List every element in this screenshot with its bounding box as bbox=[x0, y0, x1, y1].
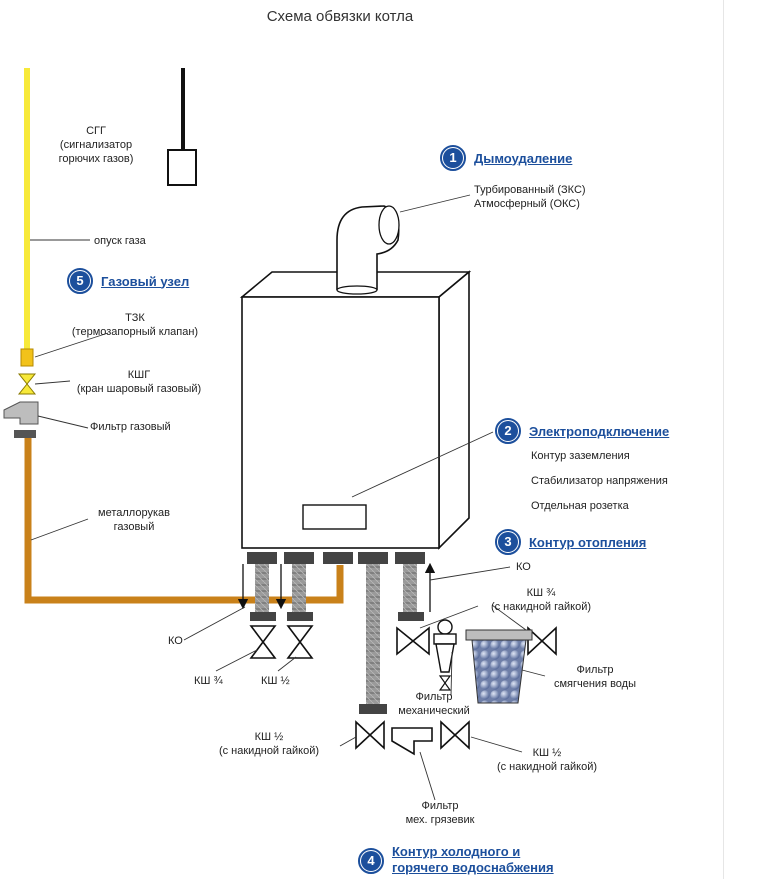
section-number-badge: 2 bbox=[495, 418, 521, 444]
label-grounding: Контур заземления bbox=[531, 450, 630, 462]
boiler-display bbox=[302, 504, 367, 530]
gas-alarm-sensor bbox=[167, 68, 197, 186]
label-ball-valve-12-right: КШ ½(с накидной гайкой) bbox=[496, 747, 598, 773]
page-edge-divider bbox=[723, 0, 724, 879]
mechanical-filter bbox=[433, 619, 457, 691]
label-ball-valve-12: КШ ½ bbox=[261, 675, 290, 687]
thermal-shutoff-valve bbox=[20, 348, 34, 367]
section-number-badge: 4 bbox=[358, 848, 384, 874]
label-gas-ball-valve: КШГ(кран шаровый газовый) bbox=[76, 369, 202, 395]
label-ball-valve-34-nut: КШ ¾(с накидной гайкой) bbox=[490, 587, 592, 613]
section-heating-circuit: 3 Контур отопления bbox=[495, 529, 646, 555]
section-number-badge: 1 bbox=[440, 145, 466, 171]
flue-pipe bbox=[336, 205, 400, 295]
section-electrical: 2 Электроподключение bbox=[495, 418, 669, 444]
section-title-line2: горячего водоснабжения bbox=[392, 860, 554, 875]
ball-valve-12-right bbox=[440, 720, 470, 750]
gas-filter bbox=[3, 401, 39, 438]
label-gas-filter: Фильтр газовый bbox=[90, 421, 171, 433]
ball-valve-34 bbox=[249, 625, 277, 659]
section-number-badge: 3 bbox=[495, 529, 521, 555]
label-socket: Отдельная розетка bbox=[531, 500, 629, 512]
label-ball-valve-34: КШ ¾ bbox=[194, 675, 223, 687]
diagram-title: Схема обвязки котла bbox=[266, 8, 414, 25]
heating-return-hose bbox=[292, 564, 306, 612]
section-title: Газовый узел bbox=[101, 273, 190, 289]
label-thermal-valve: ТЗК(термозапорный клапан) bbox=[71, 312, 199, 338]
label-flue-types: Турбированный (ЗКС)Атмосферный (ОКС) bbox=[474, 184, 586, 210]
section-title: Контур отопления bbox=[529, 534, 647, 550]
heating-makeup-hose bbox=[403, 564, 417, 612]
gas-hose bbox=[24, 438, 344, 604]
section-gas-unit: 5 Газовый узел bbox=[67, 268, 189, 294]
heating-supply-hose bbox=[255, 564, 269, 612]
gas-ball-valve bbox=[17, 373, 37, 395]
label-drain-valve-left: КО bbox=[168, 635, 183, 647]
section-title: Электроподключение bbox=[529, 423, 670, 439]
mud-filter bbox=[391, 727, 433, 756]
boiler-body bbox=[239, 270, 472, 550]
boiler-bottom-fittings bbox=[247, 552, 425, 564]
leader-lines bbox=[30, 194, 546, 801]
section-title-line1: Контур холодного и bbox=[392, 844, 521, 859]
section-number-badge: 5 bbox=[67, 268, 93, 294]
label-ball-valve-12-left: КШ ½(с накидной гайкой) bbox=[218, 731, 320, 757]
label-drain-valve-right: КО bbox=[516, 561, 531, 573]
label-stabilizer: Стабилизатор напряжения bbox=[531, 475, 668, 487]
section-flue: 1 Дымоудаление bbox=[440, 145, 572, 171]
water-softener-filter bbox=[465, 629, 533, 704]
ball-valve-12-left bbox=[355, 720, 385, 750]
gas-supply-pipe bbox=[24, 68, 30, 350]
ball-valve-34-nut bbox=[396, 626, 430, 656]
ball-valve-12 bbox=[286, 625, 314, 659]
label-gas-drop: опуск газа bbox=[94, 235, 146, 247]
section-water-supply: 4 Контур холодного и горячего водоснабже… bbox=[358, 844, 554, 876]
section-title: Дымоудаление bbox=[474, 150, 573, 166]
cold-water-hose bbox=[366, 564, 380, 704]
